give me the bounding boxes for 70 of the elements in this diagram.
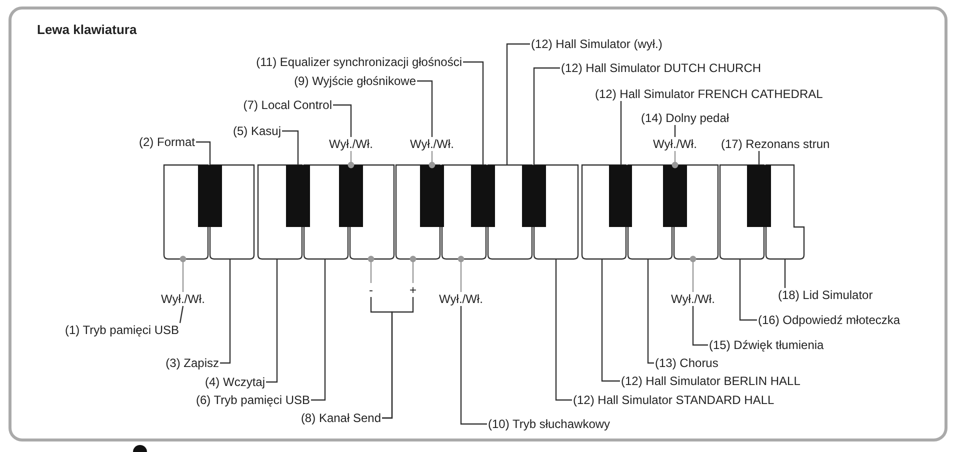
callout-label: (12) Hall Simulator STANDARD HALL xyxy=(572,393,776,407)
leader-line xyxy=(410,256,416,283)
piano-key xyxy=(471,165,495,227)
callout-label: (13) Chorus xyxy=(654,356,720,370)
leader-line xyxy=(620,101,622,165)
leader-line xyxy=(348,151,354,168)
callout-label: (11) Equalizer synchronizacji głośności xyxy=(255,55,463,69)
setting-label: Wył./Wł. xyxy=(438,292,484,306)
diagram-title: Lewa klawiatura xyxy=(36,23,138,37)
leader-line xyxy=(690,256,696,292)
leader-line xyxy=(555,259,572,401)
callout-label: (18) Lid Simulator xyxy=(777,288,874,302)
piano-key xyxy=(286,165,310,227)
callout-label: (12) Hall Simulator BERLIN HALL xyxy=(620,374,802,388)
leader-line xyxy=(463,61,484,165)
leader-line xyxy=(180,256,186,292)
leader-line xyxy=(692,306,708,346)
piano-key xyxy=(198,165,222,227)
leader-line xyxy=(458,256,464,292)
leader-line xyxy=(672,151,678,168)
piano-key xyxy=(609,165,632,227)
callout-label: (15) Dźwięk tłumienia xyxy=(708,338,825,352)
callout-label: (1) Tryb pamięci USB xyxy=(64,323,180,337)
callout-label: (6) Tryb pamięci USB xyxy=(194,393,311,407)
leader-line xyxy=(417,80,433,137)
callout-label: (5) Kasuj xyxy=(232,124,282,138)
plus-label: + xyxy=(408,283,418,297)
leader-line xyxy=(220,259,231,364)
leader-line xyxy=(674,125,676,137)
piano-key xyxy=(339,165,363,227)
leader-line xyxy=(601,259,620,382)
leader-line xyxy=(196,141,211,165)
callout-label: (7) Local Control xyxy=(242,98,333,112)
callout-label: (3) Zapisz xyxy=(164,356,220,370)
setting-label: Wył./Wł. xyxy=(160,292,206,306)
callout-label: (12) Hall Simulator DUTCH CHURCH xyxy=(560,61,762,75)
leader-line xyxy=(460,306,487,425)
leader-line xyxy=(266,259,278,383)
callout-label: (14) Dolny pedał xyxy=(640,111,730,125)
callout-label: (4) Wczytaj xyxy=(204,375,266,389)
callout-label: (12) Hall Simulator FRENCH CATHEDRAL xyxy=(594,87,824,101)
callout-label: (9) Wyjście głośnikowe xyxy=(293,74,417,88)
leader-line xyxy=(533,67,560,165)
bracket-line xyxy=(382,297,414,419)
leader-line xyxy=(506,43,530,165)
leader-line xyxy=(758,151,760,165)
leader-line xyxy=(428,151,436,168)
callout-label: (12) Hall Simulator (wył.) xyxy=(530,37,664,51)
leader-line xyxy=(739,259,757,321)
leader-line xyxy=(647,259,654,364)
leader-line xyxy=(179,306,184,324)
minus-label: - xyxy=(368,283,374,297)
piano-key xyxy=(663,165,687,227)
leader-line xyxy=(333,104,352,137)
callout-label: (16) Odpowiedź młoteczka xyxy=(757,313,902,327)
leader-line xyxy=(368,256,374,283)
setting-label: Wył./Wł. xyxy=(409,137,455,151)
piano-key xyxy=(522,165,546,227)
callout-label: (8) Kanał Send xyxy=(300,411,382,425)
callout-label: (2) Format xyxy=(138,135,196,149)
piano-key xyxy=(420,165,444,227)
callout-label: (10) Tryb słuchawkowy xyxy=(487,417,612,431)
leader-line xyxy=(311,259,326,401)
leader-line xyxy=(784,259,786,288)
piano-key xyxy=(747,165,771,227)
setting-label: Wył./Wł. xyxy=(328,137,374,151)
setting-label: Wył./Wł. xyxy=(670,292,716,306)
leader-line xyxy=(282,130,299,165)
setting-label: Wył./Wł. xyxy=(652,137,698,151)
callout-label: (17) Rezonans strun xyxy=(720,137,831,151)
